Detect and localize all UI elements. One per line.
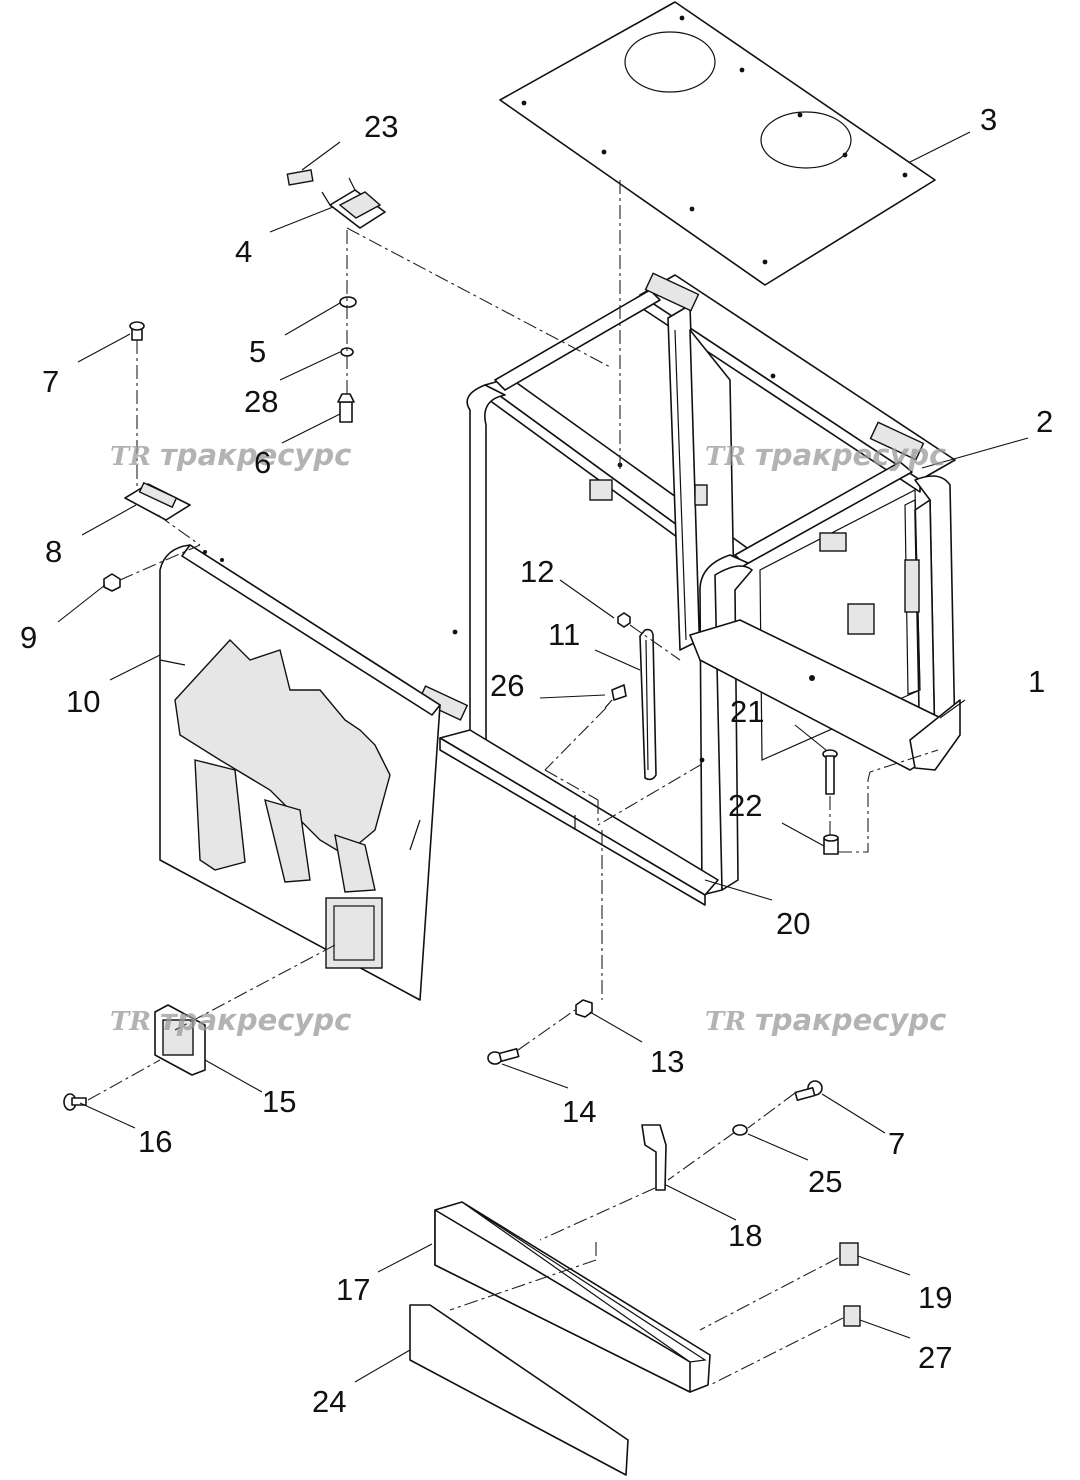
side-door-panel <box>159 544 441 1001</box>
callout-21: 21 <box>730 694 764 729</box>
bracket <box>321 177 386 229</box>
step-box <box>434 1201 711 1393</box>
callout-26: 26 <box>490 668 524 703</box>
cab-frame <box>417 272 961 906</box>
callout-13: 13 <box>650 1044 684 1079</box>
svg-text:TR: TR <box>705 442 746 472</box>
callout-18: 18 <box>728 1218 762 1253</box>
callout-3: 3 <box>980 102 997 137</box>
watermark-4: TR тракресурс <box>705 1003 946 1037</box>
callout-10: 10 <box>66 684 100 719</box>
svg-text:тракресурс: тракресурс <box>160 438 351 472</box>
nut-small <box>617 612 631 628</box>
support-rod <box>639 628 657 781</box>
cap-lower <box>843 1305 861 1327</box>
grille-plate <box>154 1004 206 1076</box>
cap-upper <box>839 1242 859 1266</box>
callout-28: 28 <box>244 384 278 419</box>
screw <box>63 1093 87 1111</box>
bolt-vertical-right <box>822 749 838 795</box>
callout-16: 16 <box>138 1124 172 1159</box>
callout-20: 20 <box>776 906 810 941</box>
anti-slip-strip <box>409 1304 629 1476</box>
callout-27: 27 <box>918 1340 952 1375</box>
callout-14: 14 <box>562 1094 596 1129</box>
leader-lines <box>57 131 1029 1383</box>
callout-12: 12 <box>520 554 554 589</box>
washer <box>339 296 357 308</box>
cap-nut <box>823 834 839 855</box>
washer-right <box>732 1124 748 1136</box>
svg-text:тракресурс: тракресурс <box>160 1003 351 1037</box>
watermark-2: TR тракресурс <box>705 438 946 472</box>
clip <box>604 684 627 709</box>
callout-7b: 7 <box>888 1126 905 1161</box>
callout-19: 19 <box>918 1280 952 1315</box>
svg-text:TR: TR <box>110 1007 151 1037</box>
svg-text:тракресурс: тракресурс <box>755 1003 946 1037</box>
callout-11: 11 <box>548 617 580 652</box>
callout-7: 7 <box>42 364 59 399</box>
callout-1: 1 <box>1028 664 1045 699</box>
svg-text:TR: TR <box>705 1007 746 1037</box>
callout-23: 23 <box>364 109 398 144</box>
callout-17: 17 <box>336 1272 370 1307</box>
bolt-upper <box>129 321 145 341</box>
hinge <box>124 481 191 521</box>
callout-2: 2 <box>1036 404 1053 439</box>
callout-24: 24 <box>312 1384 346 1419</box>
bolt-vertical <box>337 393 355 423</box>
svg-text:тракресурс: тракресурс <box>755 438 946 472</box>
nut-left <box>103 573 121 592</box>
nut-lower <box>575 999 593 1018</box>
callout-9: 9 <box>20 620 37 655</box>
bolt-right <box>794 1080 823 1101</box>
callout-25: 25 <box>808 1164 842 1199</box>
watermark-3: TR тракресурс <box>110 1003 351 1037</box>
step-bracket <box>641 1124 667 1191</box>
callout-8: 8 <box>45 534 62 569</box>
callout-15: 15 <box>262 1084 296 1119</box>
watermark-1: TR тракресурс <box>110 438 351 472</box>
callout-labels: 1 2 3 4 5 6 7 8 9 10 11 12 13 14 15 16 7… <box>20 102 1053 1419</box>
callout-22: 22 <box>728 788 762 823</box>
svg-text:TR: TR <box>110 442 151 472</box>
callout-4: 4 <box>235 234 252 269</box>
roof-panel <box>499 1 936 286</box>
assembly-lines <box>87 180 939 1386</box>
callout-5: 5 <box>249 334 266 369</box>
small-pad <box>286 169 314 186</box>
callout-6: 6 <box>254 445 271 480</box>
bolt-lower <box>487 1048 520 1065</box>
